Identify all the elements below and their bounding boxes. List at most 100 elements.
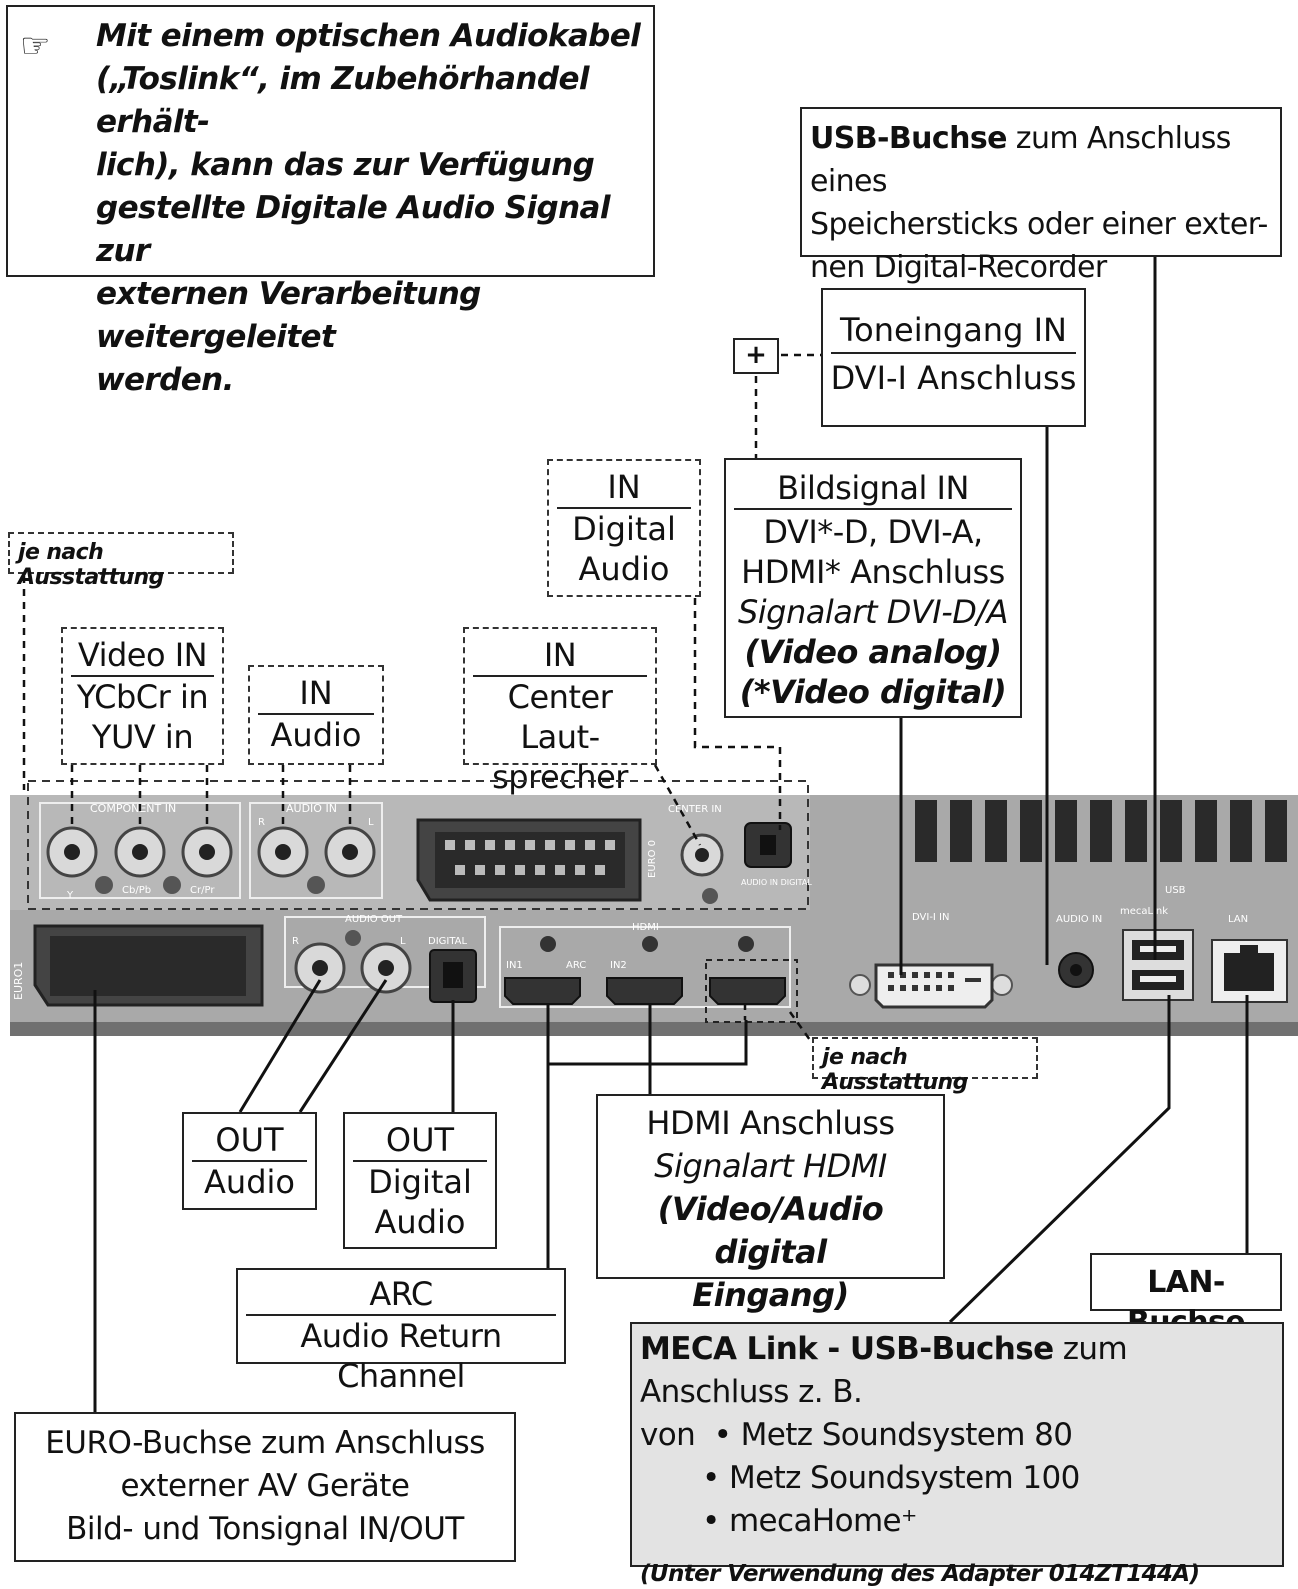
bildsignal-line-4: Signalart DVI-D/A (737, 593, 1009, 631)
bildsignal-title: Bildsignal IN (777, 469, 969, 507)
note-line-5: externen Verarbeitung weitergeleitet (96, 276, 481, 355)
euro1-scart-connector (33, 924, 264, 1007)
cb-printed: Cb/Pb (122, 885, 151, 896)
meca-item-3: mecaHome⁺ (728, 1503, 917, 1539)
video-in-line-3: YUV in (91, 718, 194, 756)
arc-box: ARC Audio Return Channel (236, 1268, 566, 1395)
digital-audio-in-box: IN Digital Audio (547, 459, 701, 597)
note-line-3: lich), kann das zur Verfügung (96, 147, 595, 183)
meca-title: MECA Link - USB-Buchse (640, 1331, 1054, 1367)
usb-title: USB-Buchse (810, 121, 1007, 156)
hdmi-line-3: (Video/Audio digital (657, 1190, 884, 1271)
euro-box: EURO-Buchse zum Anschluss externer AV Ge… (14, 1412, 516, 1562)
toneingang-label: Toneingang IN (840, 311, 1067, 349)
l-out-printed: L (400, 936, 406, 947)
lan-printed: LAN (1228, 914, 1248, 925)
digital-in-title: IN (607, 468, 641, 506)
ventilation-fins (915, 800, 1287, 862)
video-in-box: Video IN YCbCr in YUV in (61, 627, 224, 765)
euro-line-1: EURO-Buchse zum Anschluss (45, 1425, 485, 1461)
out-digital-line-2: Digital (368, 1163, 472, 1201)
out-audio-box: OUT Audio (182, 1112, 317, 1210)
out-digital-title: OUT (385, 1121, 455, 1159)
audio-in-line-2: Audio (270, 716, 362, 754)
toneingang-box: Toneingang IN DVI-I Anschluss (821, 288, 1086, 427)
video-in-line-2: YCbCr in (76, 678, 209, 716)
center-in-printed: CENTER IN (668, 804, 722, 815)
audio-in-title: IN (299, 674, 333, 712)
arc-title: ARC (369, 1275, 433, 1313)
audio-in-35mm-printed: AUDIO IN (1056, 914, 1102, 925)
out-digital-audio-box: OUT Digital Audio (343, 1112, 497, 1249)
center-in-line-2: Center Laut- (507, 678, 613, 756)
cr-printed: Cr/Pr (190, 885, 215, 896)
usb-label-box: USB-Buchse zum Anschluss eines Speichers… (800, 107, 1282, 285)
audio-in-digital-printed: AUDIO IN DIGITAL (741, 878, 812, 887)
pointing-hand-icon: ☞ (20, 26, 51, 66)
optional-connectors-frame (27, 780, 809, 910)
out-audio-line-2: Audio (204, 1163, 295, 1201)
hdmi-line-2: Signalart HDMI (654, 1147, 887, 1185)
note-line-4: gestellte Digitale Audio Signal zur (96, 190, 610, 269)
note-line-6: werden. (96, 362, 234, 398)
r-printed: R (258, 817, 265, 828)
in2-printed: IN2 (610, 960, 627, 971)
meca-von: von (640, 1417, 696, 1453)
component-in-printed: COMPONENT IN (90, 802, 176, 815)
usb-text-2: Speichersticks oder einer exter- (810, 207, 1268, 242)
meca-link-box: MECA Link - USB-Buchse zum Anschluss z. … (630, 1322, 1284, 1587)
audio-in-box: IN Audio (248, 665, 384, 765)
usb-ports (1122, 929, 1194, 1001)
usb-printed: USB (1165, 885, 1186, 896)
lan-label-box: LAN-Buchse (1090, 1253, 1282, 1340)
dvi-i-label: DVI-I Anschluss (830, 359, 1077, 397)
hdmi-title: HDMI Anschluss (646, 1104, 895, 1142)
note-line-2: („Toslink“, im Zubehörhandel erhält- (96, 61, 590, 140)
usb-text-1: zum Anschluss eines (810, 121, 1231, 199)
audio-out-printed: AUDIO OUT (345, 914, 403, 925)
bildsignal-line-3: HDMI* Anschluss (741, 553, 1005, 591)
center-in-title: IN (543, 636, 577, 674)
digital-in-line-3: Audio (578, 550, 670, 588)
bildsignal-box: Bildsignal IN DVI*-D, DVI-A, HDMI* Ansch… (724, 458, 1022, 718)
video-in-title: Video IN (77, 636, 208, 674)
hdmi-printed: HDMI (632, 922, 659, 933)
meca-item-1: Metz Soundsystem 80 (740, 1417, 1073, 1453)
center-speaker-box: IN Center Laut- sprecher (463, 627, 657, 796)
hdmi-line-4: Eingang) (692, 1276, 849, 1314)
dvi-i-port (849, 963, 1013, 1009)
l-printed: L (368, 817, 374, 828)
bildsignal-line-5: (Video analog) (744, 633, 1002, 671)
r-out-printed: R (292, 936, 299, 947)
optional-hdmi-frame (705, 959, 798, 1023)
out-audio-title: OUT (215, 1121, 284, 1159)
note-box: ☞ Mit einem optischen Audiokabel („Tosli… (6, 5, 655, 398)
euro-line-3: Bild- und Tonsignal IN/OUT (66, 1511, 464, 1547)
meca-item-2: Metz Soundsystem 100 (728, 1460, 1080, 1496)
digital-printed: DIGITAL (428, 936, 468, 947)
component-jacks (46, 826, 233, 894)
meca-text-1: zum Anschluss z. B. (640, 1331, 1128, 1410)
hdmi-box: HDMI Anschluss Signalart HDMI (Video/Aud… (596, 1094, 945, 1314)
bildsignal-line-6: (*Video digital) (739, 673, 1007, 711)
arc-line-2: Audio Return Channel (300, 1317, 502, 1395)
euro0-scart-connector (416, 818, 642, 902)
digital-in-line-2: Digital (572, 510, 676, 548)
lan-port (1211, 939, 1288, 1003)
bildsignal-line-2: DVI*-D, DVI-A, (763, 513, 983, 551)
note-line-1: Mit einem optischen Audiokabel (96, 18, 641, 54)
center-in-line-3: sprecher (492, 758, 628, 796)
audio-out-jacks (294, 930, 412, 994)
mecalink-printed: mecaLink (1120, 906, 1168, 917)
euro0-printed: EURO 0 (647, 840, 658, 878)
audio-in-jacks (257, 826, 376, 894)
plus-box: + (733, 338, 779, 374)
audio-in-printed: AUDIO IN (286, 802, 337, 815)
plus-sign: + (745, 340, 767, 370)
meca-adapter-note: (Unter Verwendung des Adapter 014ZT144A) (640, 1561, 1200, 1587)
in1-printed: IN1 (506, 960, 523, 971)
euro-line-2: externer AV Geräte (120, 1468, 410, 1504)
usb-text-3: nen Digital-Recorder (810, 250, 1107, 285)
hdmi-ports (504, 977, 786, 1005)
